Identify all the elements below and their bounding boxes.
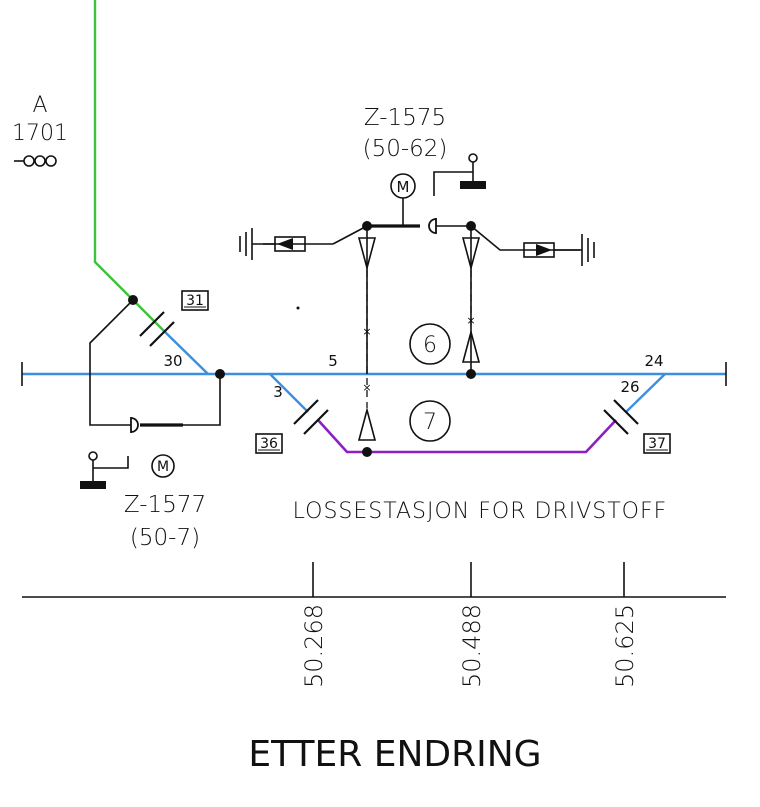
km-marker-1: 50.268	[300, 604, 328, 688]
buffer-stop-right-icon	[523, 234, 595, 266]
track-3-diagonal	[269, 373, 309, 413]
hand-lever-icon-bottom	[80, 451, 129, 489]
green-branch-track	[93, 0, 164, 331]
station-label: LOSSESTASJON FOR DRIVSTOFF	[293, 499, 668, 524]
insulated-joint-37	[603, 399, 639, 435]
svg-text:7: 7	[423, 410, 437, 435]
svg-text:36: 36	[260, 436, 278, 452]
motor-label-z1575: M	[397, 178, 410, 196]
footer-title: ETTER ENDRING	[248, 734, 541, 775]
circle-label-7: 7	[409, 400, 451, 442]
svg-text:31: 31	[186, 293, 204, 309]
track-label-5: 5	[328, 352, 338, 370]
km-marker-2: 50.488	[458, 604, 486, 688]
cross-mark: ×	[362, 325, 371, 338]
insulated-joint-31	[139, 311, 175, 347]
signal-triangle-left-bottom	[357, 406, 377, 441]
track-30-diagonal	[162, 329, 209, 375]
track-label-26: 26	[620, 378, 639, 396]
buffer-stop-left-icon	[239, 228, 306, 260]
switch-z1577-pivot-icon	[130, 417, 139, 433]
box-label-37: 37	[643, 433, 671, 454]
node-dot	[296, 306, 300, 310]
svg-text:6: 6	[423, 333, 437, 358]
switch-bottom-id: Z-1577	[124, 492, 206, 518]
cross-mark: ×	[362, 381, 371, 394]
node-dot	[362, 447, 372, 457]
motor-icon-z1577	[151, 454, 175, 478]
signal-a-letter: A	[32, 93, 47, 118]
node-dot	[362, 221, 372, 231]
signal-triangle-right-bottom	[461, 328, 481, 363]
box-label-31: 31	[181, 290, 209, 311]
node-dot	[466, 369, 476, 379]
switch-z1577-linkage-right	[183, 374, 221, 426]
switch-top-id: Z-1575	[364, 105, 446, 131]
switch-z1575-pivot-icon	[428, 218, 437, 234]
hand-lever-icon-top	[433, 153, 486, 196]
circle-label-6: 6	[409, 323, 451, 365]
motor-icon-z1575	[390, 173, 416, 199]
track-26-diagonal	[625, 373, 666, 413]
node-dot	[128, 295, 138, 305]
cross-mark: ×	[466, 314, 475, 327]
switch-z1577-linkage	[89, 299, 134, 426]
siding-track	[317, 419, 617, 454]
signal-triangle-right-top	[461, 237, 481, 272]
signal-a-number: 1701	[12, 121, 68, 146]
svg-text:37: 37	[648, 436, 666, 452]
switch-bottom-range: (50-7)	[130, 525, 200, 551]
switch-top-range: (50-62)	[363, 136, 448, 162]
node-dot	[215, 369, 225, 379]
track-label-24: 24	[644, 352, 663, 370]
signal-a-lamps-icon	[14, 155, 57, 167]
switch-z1575-right-branch	[470, 225, 580, 251]
node-dot	[466, 221, 476, 231]
motor-label-z1577: M	[157, 459, 169, 475]
km-marker-3: 50.625	[611, 604, 639, 688]
track-label-30: 30	[163, 352, 182, 370]
insulated-joint-36	[293, 399, 329, 435]
track-label-3: 3	[273, 383, 283, 401]
box-label-36: 36	[255, 433, 283, 454]
signal-triangle-left-top	[357, 237, 377, 272]
